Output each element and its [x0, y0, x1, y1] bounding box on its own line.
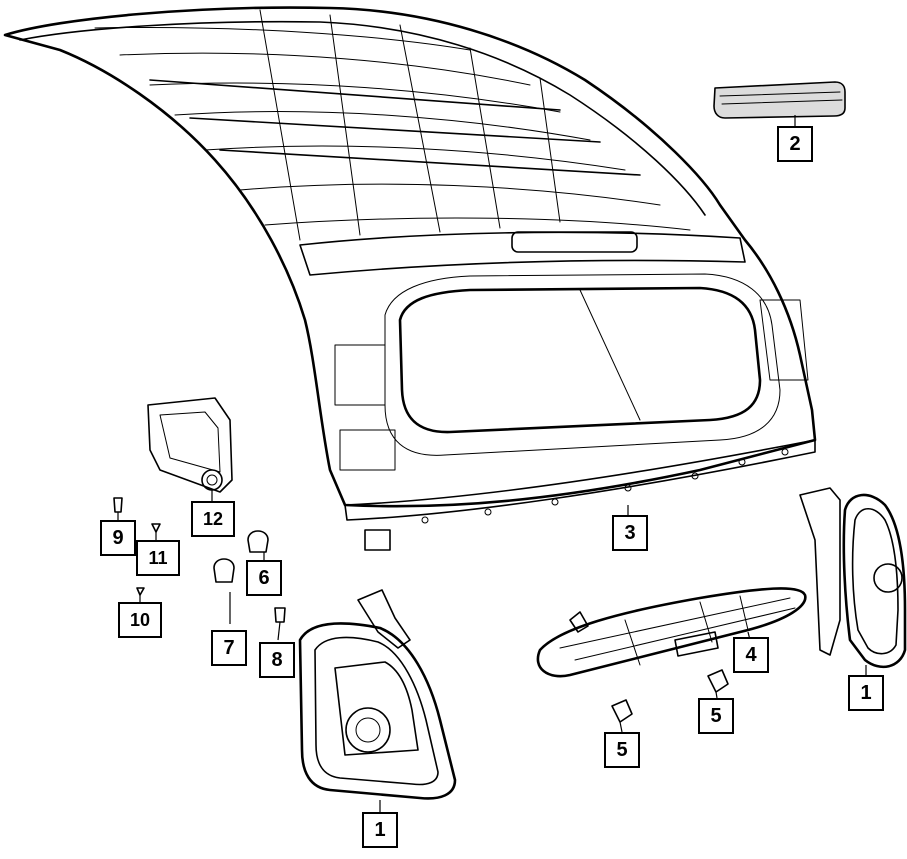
callout-5-right: 5 [698, 698, 734, 734]
callout-9: 9 [100, 520, 136, 556]
callout-12: 12 [191, 501, 235, 537]
clips [611, 669, 729, 723]
tail-lamp-left [298, 589, 457, 800]
callout-8: 8 [259, 642, 295, 678]
callout-4: 4 [733, 637, 769, 673]
callout-11: 11 [136, 540, 180, 576]
leader-lines [117, 115, 867, 812]
callout-1-right: 1 [848, 675, 884, 711]
callout-6: 6 [246, 560, 282, 596]
stop-lamp-part [713, 81, 846, 119]
callout-7: 7 [211, 630, 247, 666]
small-fasteners [113, 497, 161, 596]
callout-1-left: 1 [362, 812, 398, 848]
callout-10: 10 [118, 602, 162, 638]
tail-lamp-right [799, 487, 907, 669]
license-lamp-bar [536, 587, 807, 678]
callout-5-left: 5 [604, 732, 640, 768]
callout-2: 2 [777, 126, 813, 162]
bulbs [213, 530, 286, 623]
lamp-socket-part [147, 397, 233, 493]
callout-3: 3 [612, 515, 648, 551]
liftgate-assembly [3, 6, 817, 551]
